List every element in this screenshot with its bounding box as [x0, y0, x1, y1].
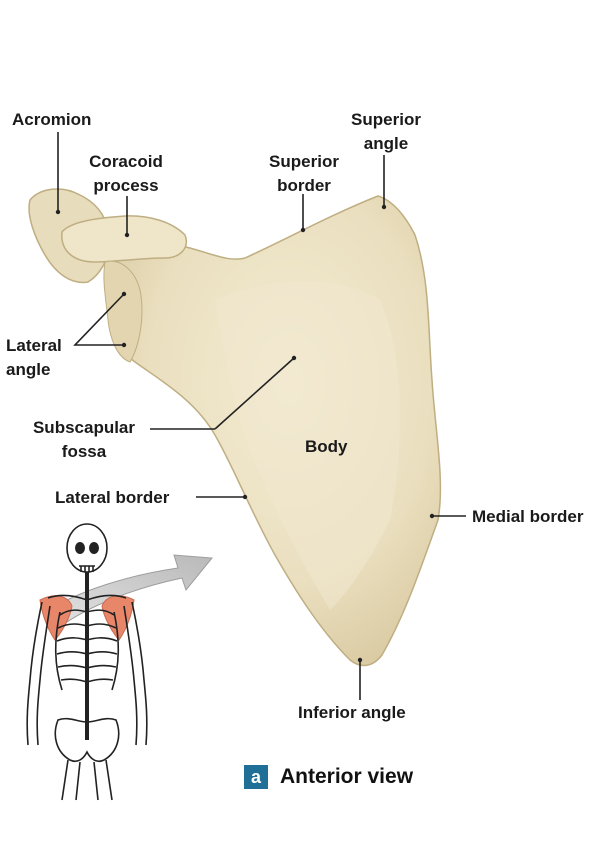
- view-caption: a Anterior view: [244, 765, 413, 789]
- subscapular-fossa-shade: [215, 281, 401, 610]
- coracoid-process-label: Coracoid process: [76, 150, 176, 198]
- medial-border-label: Medial border: [472, 507, 584, 526]
- superior-border-label-line2: border: [277, 176, 331, 195]
- coracoid-label-line2: process: [93, 176, 159, 195]
- skeleton-thumbnail: [26, 523, 148, 801]
- lateral-angle-label-line2: angle: [6, 360, 51, 379]
- superior-border-label: Superior border: [252, 150, 356, 198]
- body-label: Body: [305, 437, 348, 456]
- subscapular-fossa-label: Subscapular fossa: [20, 416, 148, 464]
- leader-dots: [55, 204, 435, 663]
- superior-angle-label-line1: Superior: [351, 110, 421, 129]
- superior-angle-label-line2: angle: [363, 134, 409, 153]
- lateral-angle-leader: [73, 293, 125, 346]
- lateral-angle-label: Lateral angle: [6, 334, 62, 382]
- inferior-angle-label: Inferior angle: [298, 703, 406, 722]
- leader-lines: [57, 132, 466, 700]
- lateral-angle-label-line1: Lateral: [6, 336, 62, 355]
- superior-angle-label: Superior angle: [334, 108, 438, 156]
- view-letter-badge: a: [244, 765, 268, 789]
- glenoid-bone: [103, 260, 143, 363]
- subscapular-label-line1: Subscapular: [32, 418, 136, 437]
- skull-icon: [66, 523, 108, 573]
- subscapular-leader-diag: [214, 357, 295, 430]
- coracoid-bone: [61, 215, 187, 263]
- subscapular-label-line2: fossa: [61, 442, 107, 461]
- lateral-border-label: Lateral border: [55, 488, 170, 507]
- acromion-label: Acromion: [12, 110, 92, 129]
- superior-border-label-line1: Superior: [269, 152, 339, 171]
- view-title: Anterior view: [280, 765, 414, 788]
- coracoid-label-line1: Coracoid: [89, 152, 163, 171]
- pelvis-icon: [54, 717, 120, 763]
